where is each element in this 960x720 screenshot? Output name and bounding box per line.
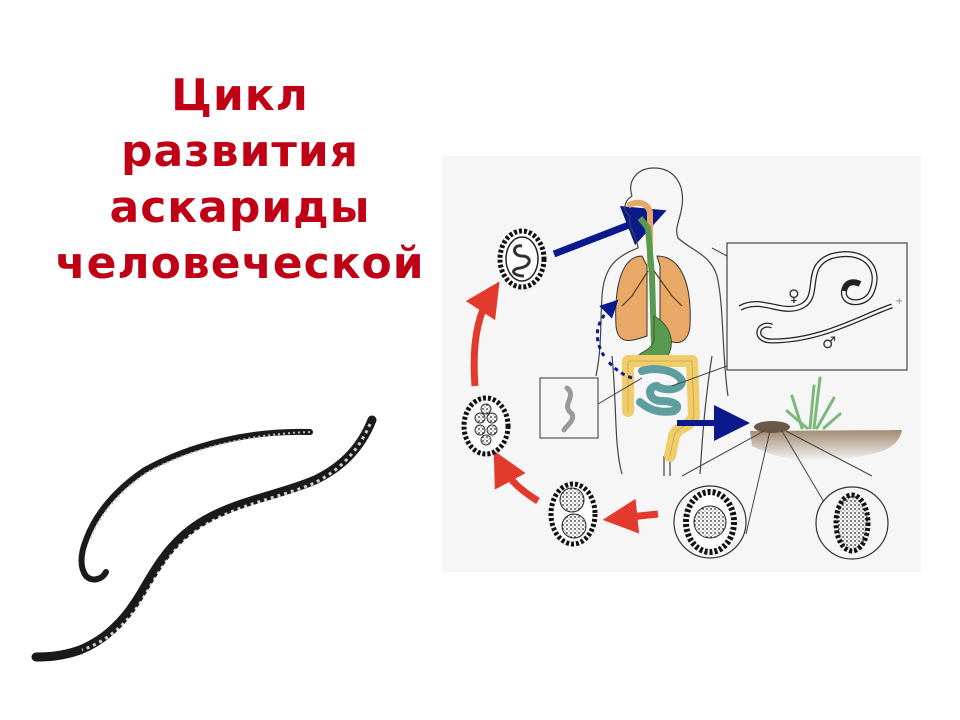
unfertilized-egg-magnified <box>815 486 889 560</box>
title-line-1: Цикл <box>171 70 309 121</box>
plus-symbol: + <box>895 296 903 307</box>
two-cell-egg <box>548 481 598 547</box>
title-line-2: развития <box>120 126 359 177</box>
blue-arrow-ingestion <box>552 205 667 258</box>
lungs <box>615 255 691 344</box>
red-arrow-3 <box>465 281 500 387</box>
female-symbol: ♀ <box>788 286 800 305</box>
ascaris-worms-illustration <box>31 415 377 662</box>
slide-title: Цикл развития аскариды человеческой <box>40 68 440 292</box>
male-symbol: ♂ <box>822 333 836 352</box>
larva <box>561 385 576 433</box>
soil-with-grass <box>750 376 902 461</box>
embryonated-egg-with-larva <box>497 228 547 290</box>
larva-box <box>539 377 643 439</box>
adult-worms-box: ♀ ♂ + <box>671 242 908 387</box>
title-line-4: человеческой <box>55 238 425 289</box>
female-worm <box>31 415 377 662</box>
feces <box>754 421 790 433</box>
title-line-3: аскариды <box>109 182 371 233</box>
small-intestine <box>636 365 687 416</box>
larval-migration-arrow <box>595 299 619 357</box>
multi-cell-egg <box>461 395 511 457</box>
red-arrow-2 <box>493 450 540 504</box>
red-arrow-1 <box>602 498 659 534</box>
male-worm <box>78 428 313 583</box>
esophagus <box>626 199 657 347</box>
life-cycle-diagram: ♀ ♂ + <box>442 156 921 572</box>
fertilized-egg-magnified <box>673 485 747 559</box>
